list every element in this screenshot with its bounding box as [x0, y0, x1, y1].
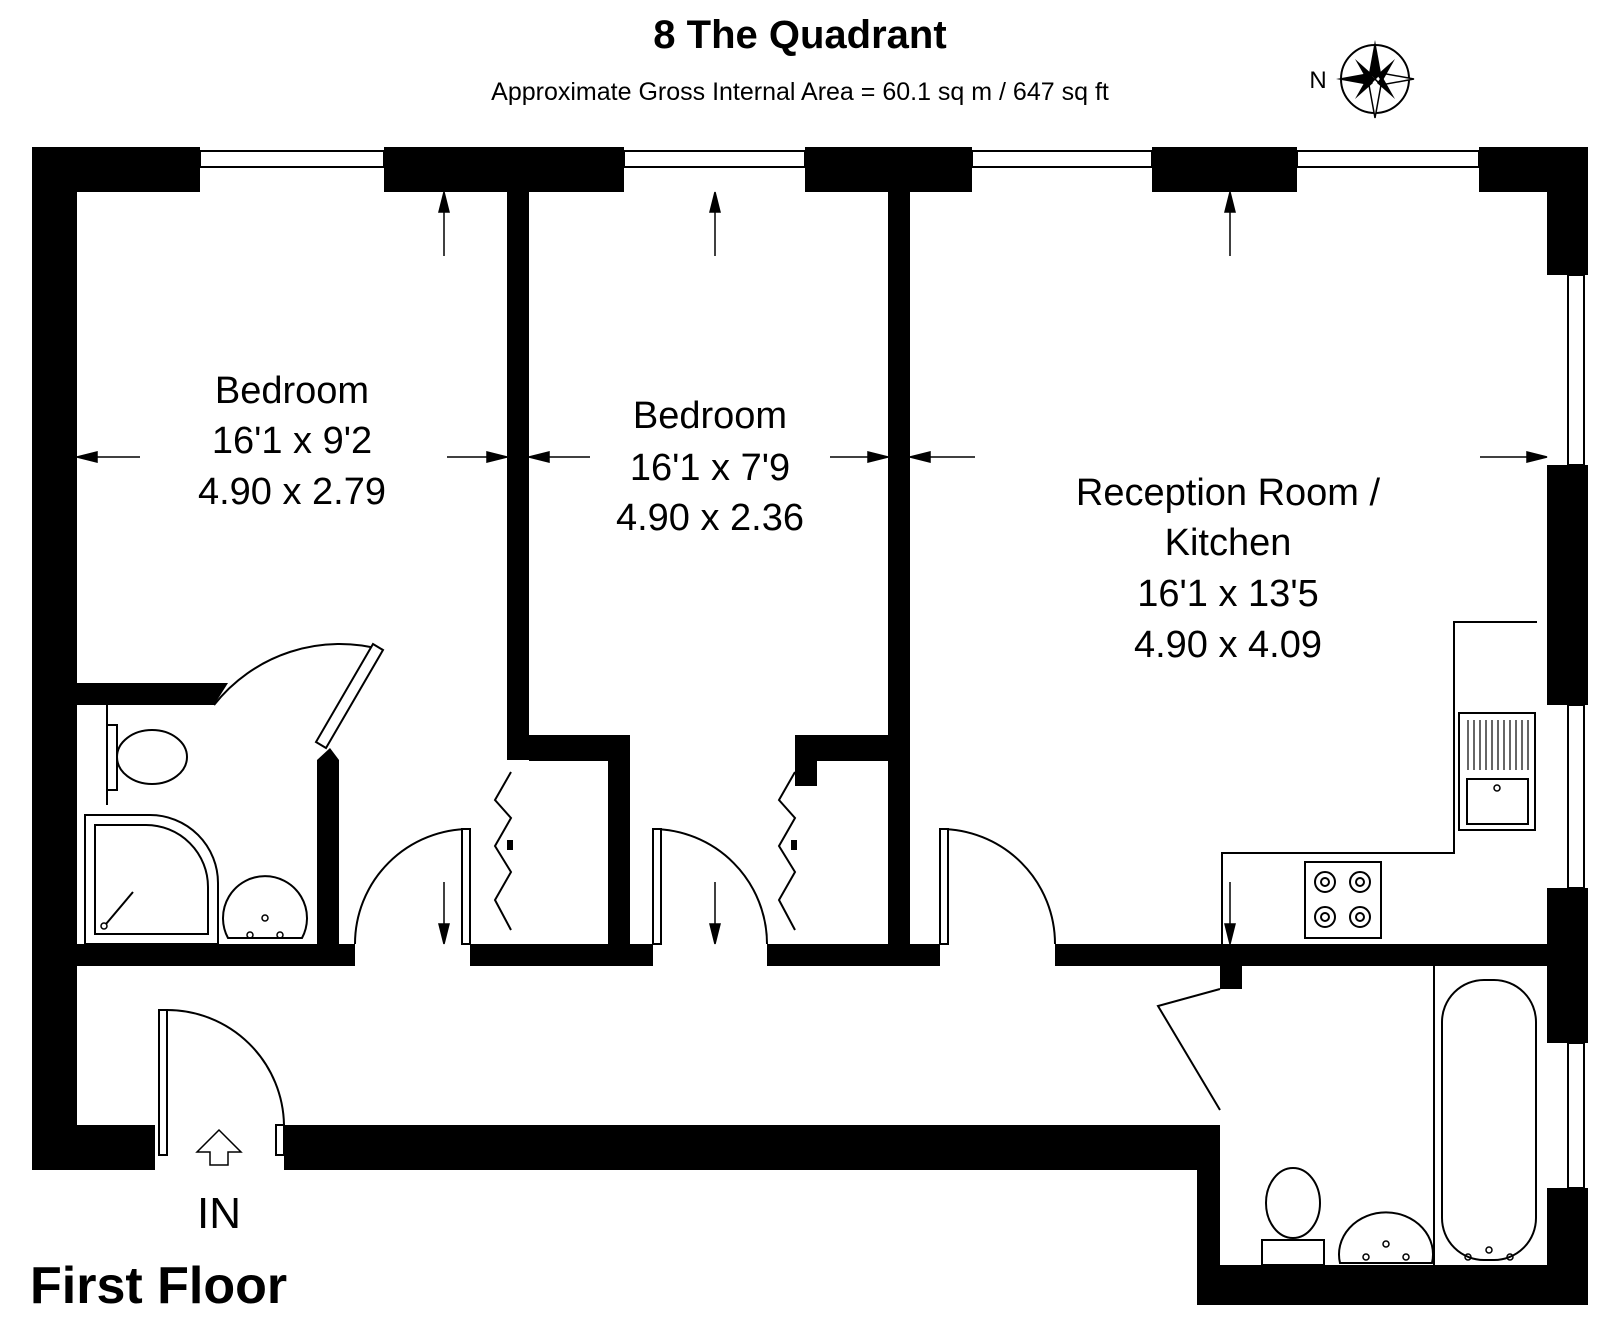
gross-area-text: Approximate Gross Internal Area = 60.1 s… — [491, 78, 1109, 106]
windows — [199, 150, 1585, 1189]
room-label-bedroom-2: Bedroom 16'1 x 7'9 4.90 x 2.36 — [616, 395, 804, 539]
plan-title: 8 The Quadrant — [653, 13, 946, 57]
room-size-metric: 4.90 x 2.79 — [198, 471, 386, 513]
compass-rose-icon — [1336, 40, 1415, 119]
room-size-metric: 4.90 x 4.09 — [1134, 624, 1322, 666]
north-label: N — [1309, 67, 1326, 94]
fixtures — [84, 621, 1537, 1266]
room-size-imperial: 16'1 x 9'2 — [212, 420, 372, 462]
dimension-arrows — [76, 191, 1548, 945]
room-name-line-2: Kitchen — [1165, 522, 1292, 564]
entrance-label: IN — [197, 1189, 241, 1238]
doors — [158, 642, 1221, 1156]
room-name: Bedroom — [215, 370, 369, 412]
entrance-arrow-icon — [195, 1128, 243, 1166]
room-name: Bedroom — [633, 395, 787, 437]
room-name-line-1: Reception Room / — [1076, 472, 1381, 514]
walls — [32, 147, 1588, 1305]
room-size-imperial: 16'1 x 13'5 — [1137, 573, 1318, 615]
floor-label: First Floor — [30, 1257, 287, 1315]
room-size-metric: 4.90 x 2.36 — [616, 497, 804, 539]
room-size-imperial: 16'1 x 7'9 — [630, 447, 790, 489]
room-label-reception-kitchen: Reception Room / Kitchen 16'1 x 13'5 4.9… — [1076, 472, 1381, 666]
room-label-bedroom-1: Bedroom 16'1 x 9'2 4.90 x 2.79 — [198, 370, 386, 513]
